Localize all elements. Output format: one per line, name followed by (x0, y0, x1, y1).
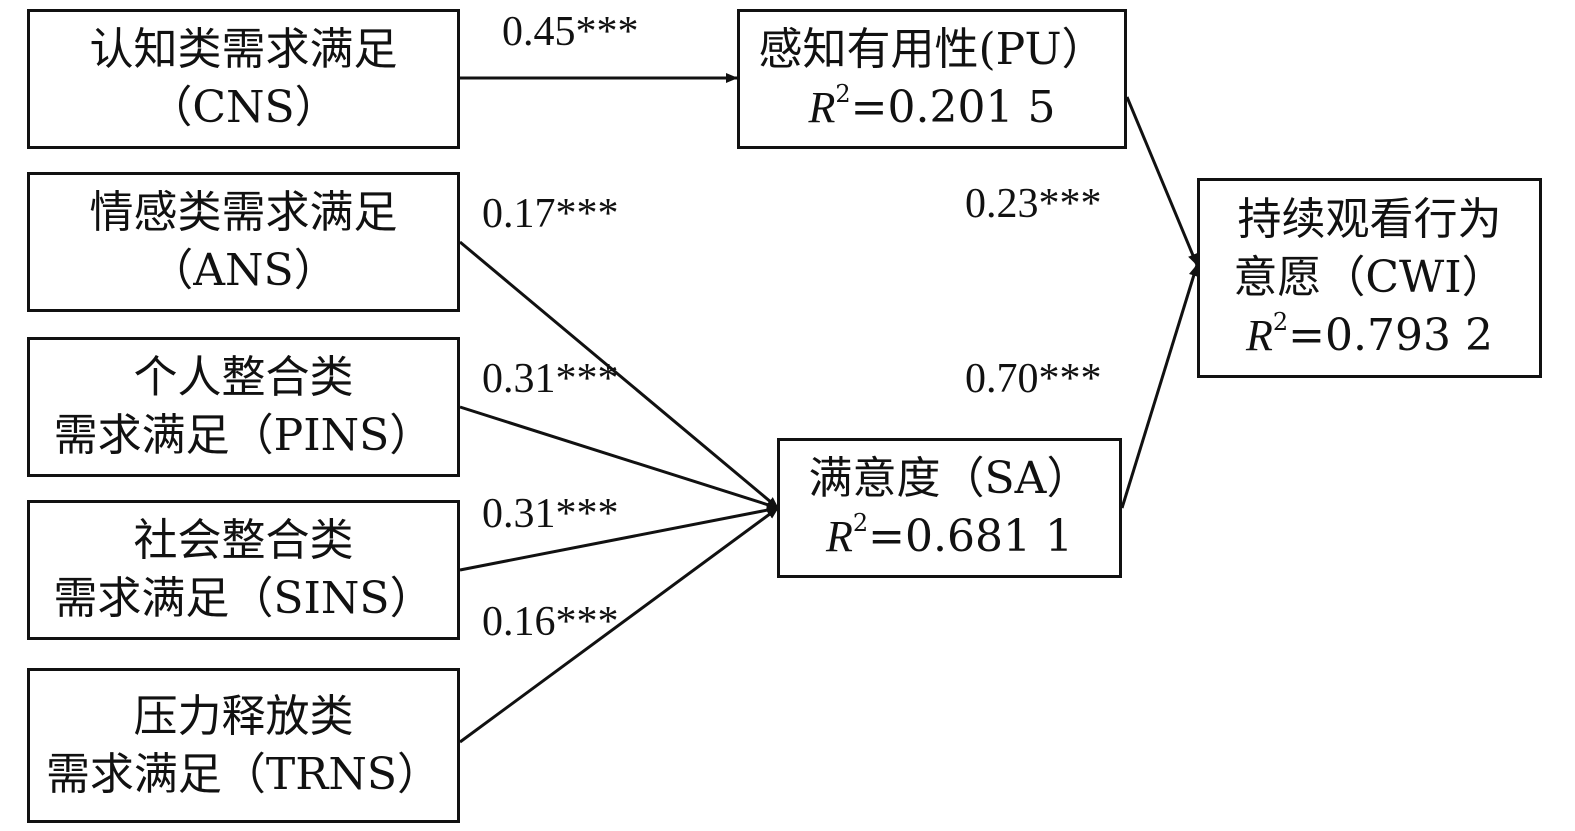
node-pu-r-squared: R2=0.201 5 (808, 80, 1056, 133)
coef-trns-sa: 0.16*** (482, 599, 619, 645)
node-pins-label: 个人整合类 (133, 352, 354, 403)
arrow-trns-to-sa (459, 506, 779, 744)
arrow-sins-to-sa (459, 505, 779, 572)
coef-sins-sa: 0.31*** (482, 491, 619, 537)
arrow-pins-to-sa (459, 405, 779, 510)
node-cns-abbrev: （CNS） (148, 82, 339, 133)
node-ans-abbrev: （ANS） (149, 245, 338, 296)
arrow-ans-to-sa (459, 240, 779, 510)
node-cns: 认知类需求满足 （CNS） (27, 9, 460, 149)
node-sa: 满意度（SA） R2=0.681 1 (777, 438, 1122, 578)
node-pu: 感知有用性(PU） R2=0.201 5 (737, 9, 1127, 149)
node-cwi-label: 持续观看行为 (1237, 194, 1502, 245)
node-cns-label: 认知类需求满足 (89, 24, 398, 75)
node-sins-label: 社会整合类 (133, 515, 354, 566)
node-ans-label: 情感类需求满足 (89, 187, 398, 238)
arrow-sa-to-cwi (1120, 264, 1199, 509)
node-ans: 情感类需求满足 （ANS） (27, 172, 460, 312)
node-cwi-r-squared: R2=0.793 2 (1246, 308, 1493, 361)
node-sa-label: 满意度（SA） (808, 453, 1091, 504)
node-cwi-abbrev: 意愿（CWI） (1233, 252, 1506, 303)
node-sins-abbrev: 需求满足（SINS） (53, 573, 434, 624)
coef-ans-sa: 0.17*** (482, 191, 619, 237)
node-trns-label: 压力释放类 (133, 690, 354, 742)
coef-cns-pu: 0.45*** (502, 9, 639, 55)
node-trns-abbrev: 需求满足（TRNS） (45, 748, 442, 800)
node-sins: 社会整合类 需求满足（SINS） (27, 500, 460, 640)
coef-pu-cwi: 0.23*** (965, 181, 1102, 227)
node-trns: 压力释放类 需求满足（TRNS） (27, 668, 460, 823)
node-pins-abbrev: 需求满足（PINS） (53, 410, 434, 461)
arrow-pu-to-cwi (1125, 96, 1199, 266)
coef-pins-sa: 0.31*** (482, 356, 619, 402)
node-pu-label: 感知有用性(PU） (758, 24, 1106, 75)
coef-sa-cwi: 0.70*** (965, 356, 1102, 402)
node-cwi: 持续观看行为 意愿（CWI） R2=0.793 2 (1197, 178, 1542, 378)
node-sa-r-squared: R2=0.681 1 (826, 509, 1073, 562)
node-pins: 个人整合类 需求满足（PINS） (27, 337, 460, 477)
